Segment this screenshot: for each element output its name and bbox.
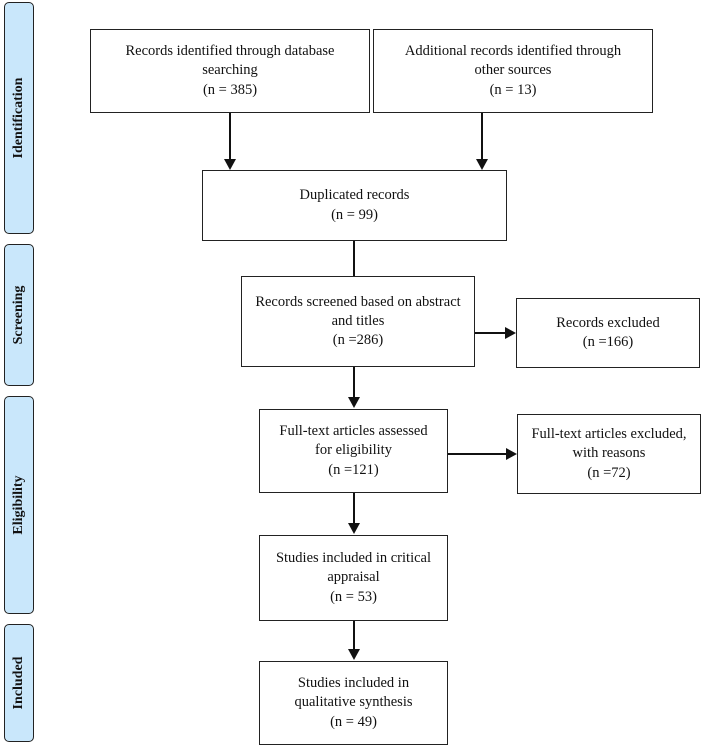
box-fulltext-excluded-line-3: (n =72): [587, 464, 631, 481]
arrow-other-to-duplicated: [481, 113, 483, 160]
phase-identification-label: Identification: [11, 77, 26, 159]
box-records-excluded: Records excluded (n =166): [516, 298, 700, 368]
arrow-fulltext-to-appraisal: [353, 493, 355, 524]
box-database-line-2: searching: [202, 62, 258, 79]
box-fulltext-line-1: Full-text articles assessed: [279, 423, 428, 440]
phase-screening-label: Screening: [11, 285, 26, 345]
box-fulltext-excluded: Full-text articles excluded, with reason…: [517, 414, 701, 494]
box-other-line-2: other sources: [474, 62, 552, 79]
box-screened-line-2: and titles: [331, 312, 385, 329]
box-synthesis-line-3: (n = 49): [330, 713, 377, 730]
box-excluded-line-1: Records excluded: [556, 314, 660, 331]
box-fulltext-excluded-line-1: Full-text articles excluded,: [531, 426, 687, 443]
box-duplicated-line-2: (n = 99): [331, 206, 378, 223]
arrow-fulltext-to-excluded: [448, 453, 506, 455]
arrowhead-appraisal-to-synthesis: [348, 649, 360, 660]
box-critical-appraisal: Studies included in critical appraisal (…: [259, 535, 448, 621]
phase-identification: Identification: [4, 2, 34, 234]
box-other-line-3: (n = 13): [489, 81, 537, 98]
arrow-screened-to-excluded: [475, 332, 506, 334]
box-appraisal-line-1: Studies included in critical: [275, 550, 432, 567]
phase-included-label: Included: [11, 656, 26, 710]
box-screened-line-1: Records screened based on abstract: [255, 293, 461, 310]
box-synthesis-line-2: qualitative synthesis: [294, 694, 413, 711]
line-duplicated-to-screened: [353, 241, 355, 276]
arrow-database-to-duplicated: [229, 113, 231, 160]
box-duplicated-records: Duplicated records (n = 99): [202, 170, 507, 241]
phase-eligibility-label: Eligibility: [11, 475, 26, 535]
box-appraisal-line-2: appraisal: [327, 569, 380, 586]
box-fulltext-line-2: for eligibility: [315, 442, 392, 459]
box-fulltext-excluded-line-2: with reasons: [572, 445, 646, 462]
arrow-appraisal-to-synthesis: [353, 621, 355, 650]
arrowhead-screened-to-fulltext: [348, 397, 360, 408]
arrow-screened-to-fulltext: [353, 367, 355, 398]
box-database-line-1: Records identified through database: [125, 43, 335, 60]
phase-included: Included: [4, 624, 34, 742]
box-database-line-3: (n = 385): [202, 81, 258, 98]
box-screened-line-3: (n =286): [332, 332, 384, 349]
box-other-line-1: Additional records identified through: [404, 43, 622, 60]
box-synthesis-line-1: Studies included in: [297, 675, 410, 692]
arrowhead-fulltext-to-appraisal: [348, 523, 360, 534]
phase-screening: Screening: [4, 244, 34, 386]
arrowhead-other-to-duplicated: [476, 159, 488, 170]
box-fulltext-line-3: (n =121): [328, 461, 379, 478]
box-duplicated-line-1: Duplicated records: [299, 187, 410, 204]
box-other-sources: Additional records identified through ot…: [373, 29, 653, 113]
arrowhead-fulltext-to-excluded: [506, 448, 517, 460]
box-qualitative-synthesis: Studies included in qualitative synthesi…: [259, 661, 448, 745]
box-database-records: Records identified through database sear…: [90, 29, 370, 113]
arrowhead-screened-to-excluded: [505, 327, 516, 339]
arrowhead-database-to-duplicated: [224, 159, 236, 170]
phase-eligibility: Eligibility: [4, 396, 34, 614]
box-appraisal-line-3: (n = 53): [330, 588, 377, 605]
box-records-screened: Records screened based on abstract and t…: [241, 276, 475, 367]
box-excluded-line-2: (n =166): [582, 334, 634, 350]
box-fulltext-assessed: Full-text articles assessed for eligibil…: [259, 409, 448, 493]
